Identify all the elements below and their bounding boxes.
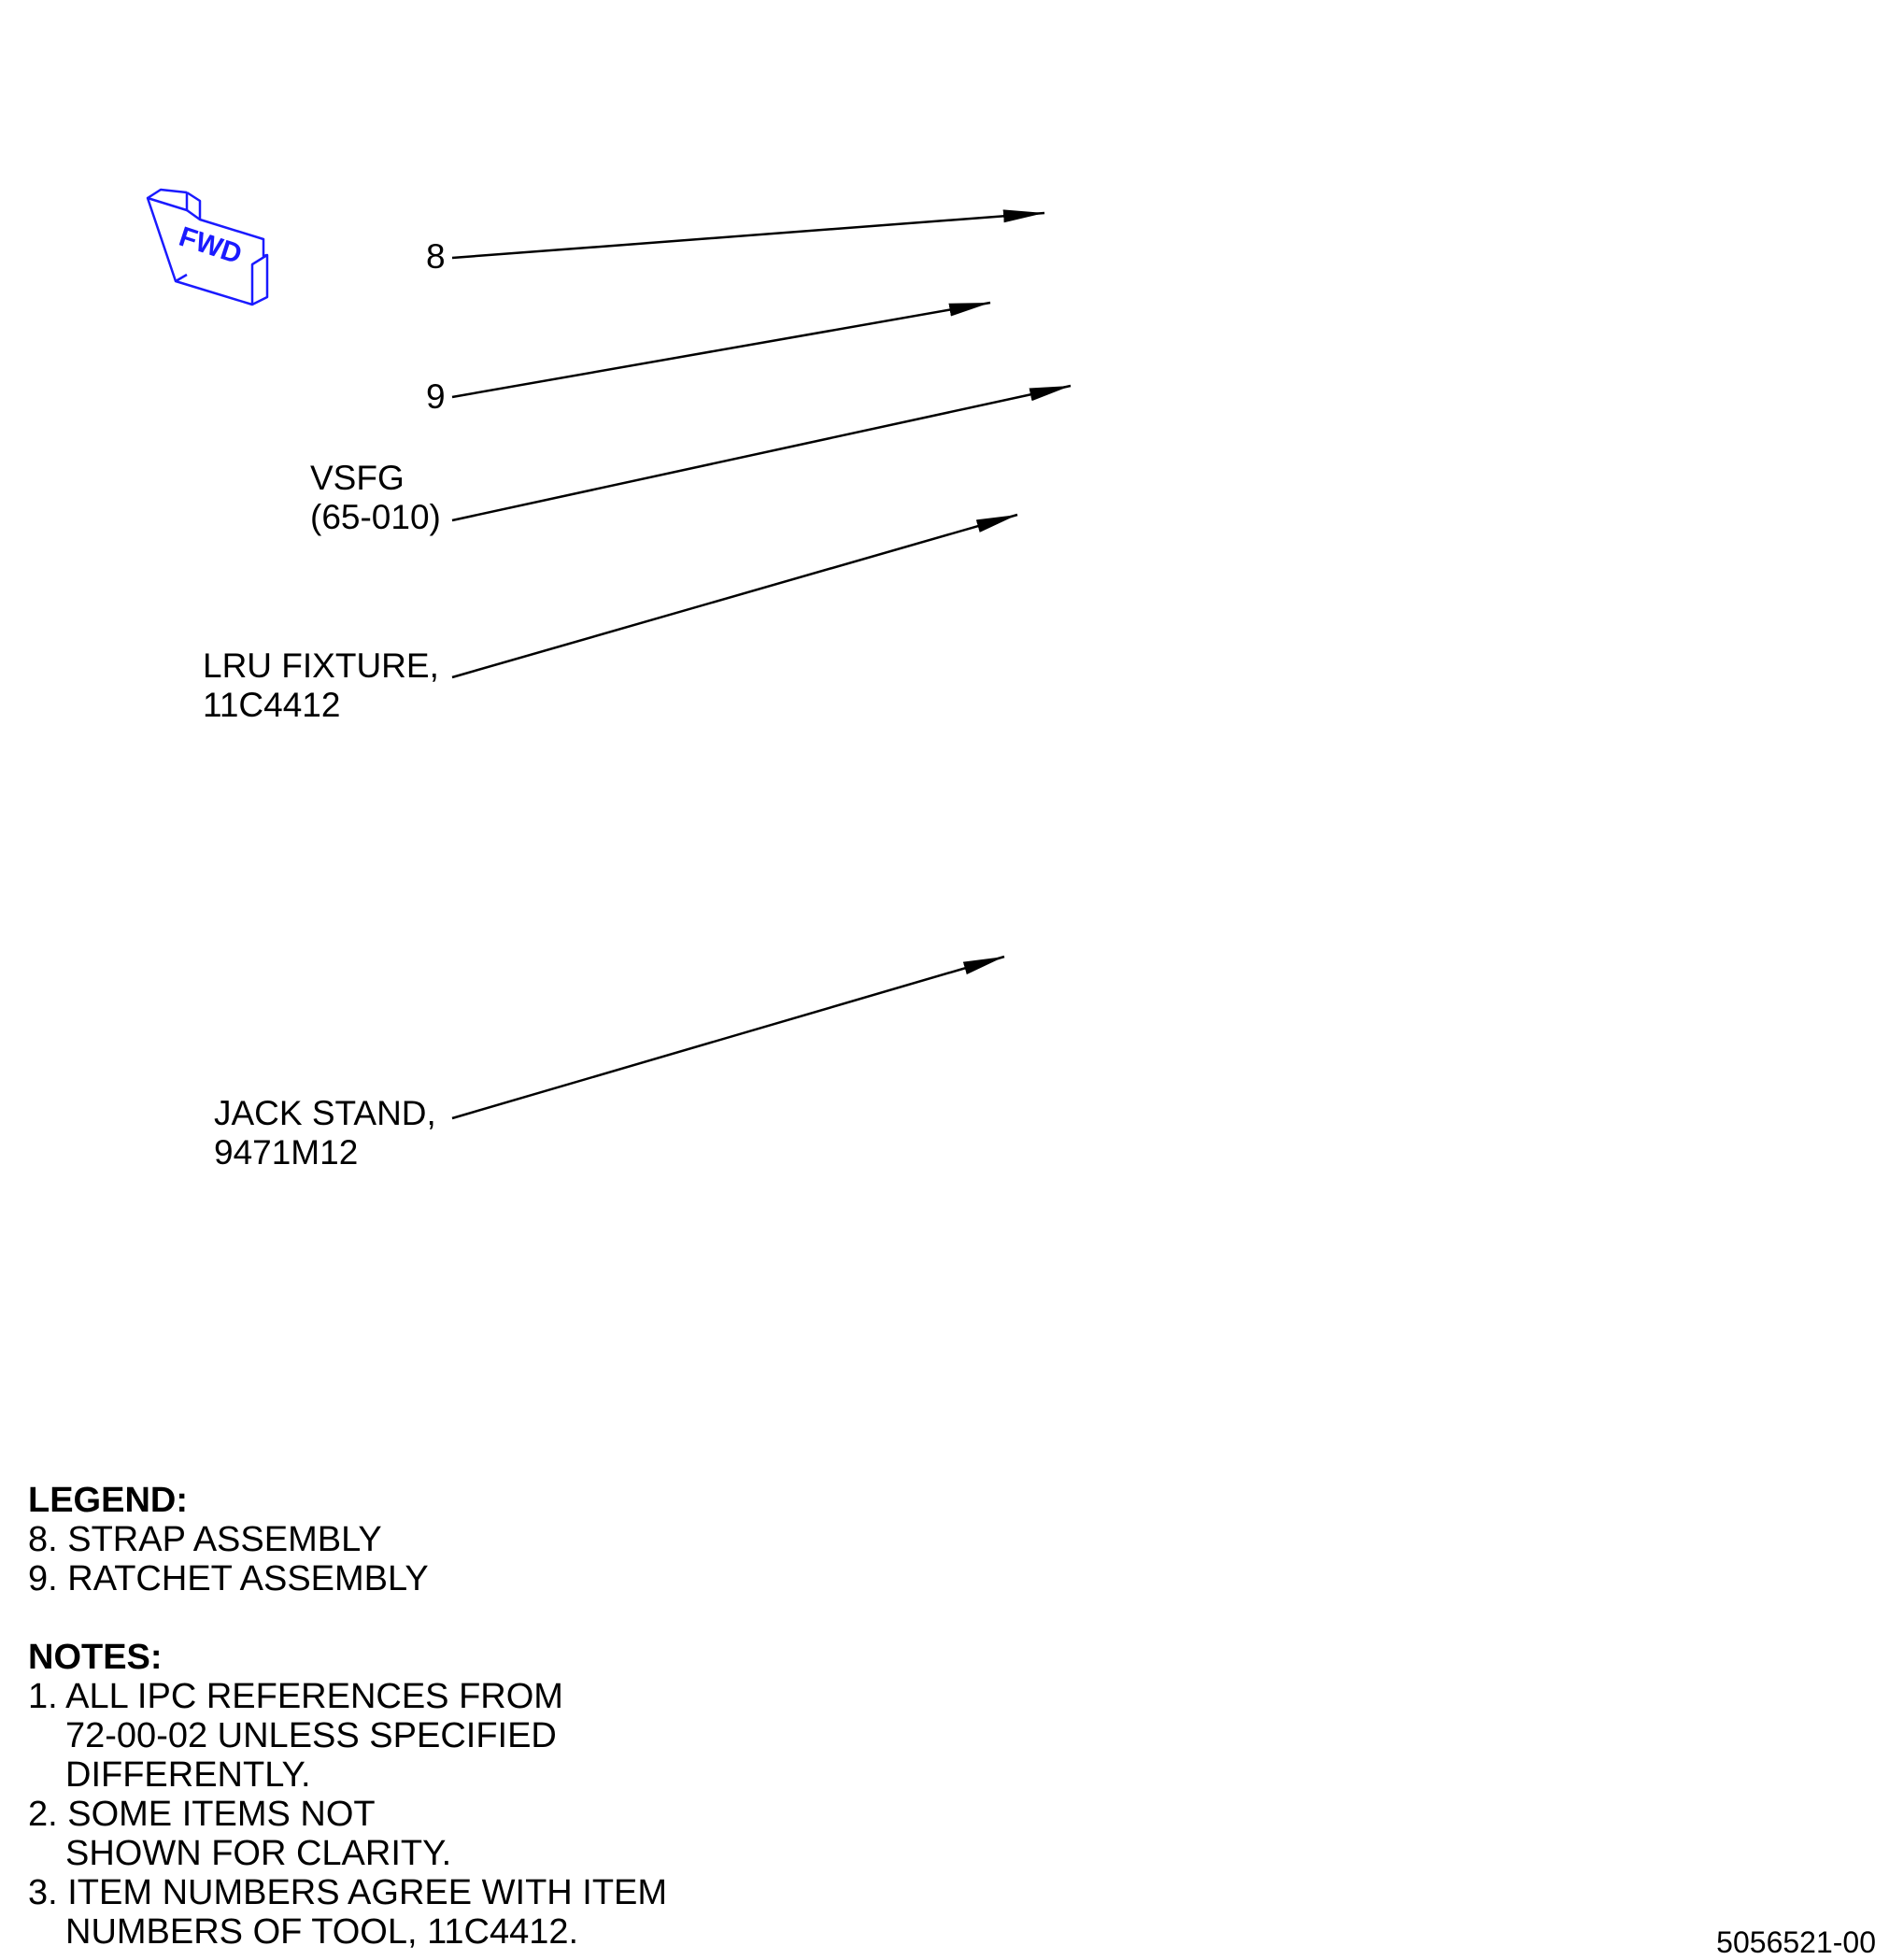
callout-vsfg: VSFG (65-010) — [310, 459, 441, 537]
note-1-line2: 72-00-02 UNLESS SPECIFIED — [65, 1716, 557, 1755]
callout-jack-stand-line1: JACK STAND, — [214, 1094, 436, 1132]
legend-notes-block: LEGEND: 8. STRAP ASSEMBLY 9. RATCHET ASS… — [28, 1481, 667, 1952]
leader-line-vsfg — [451, 384, 1072, 522]
note-1-line3: DIFFERENTLY. — [65, 1755, 311, 1795]
callout-item-9-text: 9 — [426, 377, 446, 416]
callout-vsfg-line1: VSFG — [310, 459, 405, 497]
note-3-line1: 3. ITEM NUMBERS AGREE WITH ITEM — [28, 1873, 668, 1912]
legend-title: LEGEND: — [28, 1481, 188, 1520]
leader-line-jack-stand — [451, 955, 1005, 1120]
fwd-arrow-icon: FWD — [146, 188, 269, 306]
callout-lru-fixture: LRU FIXTURE, 11C4412 — [203, 646, 439, 725]
callout-lru-fixture-line2: 11C4412 — [203, 686, 341, 724]
note-3-line2: NUMBERS OF TOOL, 11C4412. — [65, 1912, 579, 1952]
callout-item-9: 9 — [426, 377, 446, 417]
legend-item: 8. STRAP ASSEMBLY — [28, 1520, 382, 1559]
legend-item: 9. RATCHET ASSEMBLY — [28, 1559, 429, 1598]
fwd-label: FWD — [176, 221, 246, 270]
notes-title: NOTES: — [28, 1638, 163, 1677]
note-2-line1: 2. SOME ITEMS NOT — [28, 1795, 376, 1834]
callout-vsfg-line2: (65-010) — [310, 498, 441, 536]
leader-line-item-9 — [451, 301, 991, 399]
callout-jack-stand: JACK STAND, 9471M12 — [214, 1094, 436, 1172]
callout-lru-fixture-line1: LRU FIXTURE, — [203, 646, 439, 685]
callout-item-8-text: 8 — [426, 237, 446, 276]
note-2-line2: SHOWN FOR CLARITY. — [65, 1834, 452, 1873]
note-1-line1: 1. ALL IPC REFERENCES FROM — [28, 1677, 563, 1716]
callout-jack-stand-line2: 9471M12 — [214, 1133, 359, 1172]
drawing-number: 5056521-00 — [1716, 1925, 1876, 1959]
leader-line-lru-fixture — [451, 513, 1018, 679]
leader-line-item-8 — [451, 209, 1045, 260]
callout-item-8: 8 — [426, 237, 446, 277]
